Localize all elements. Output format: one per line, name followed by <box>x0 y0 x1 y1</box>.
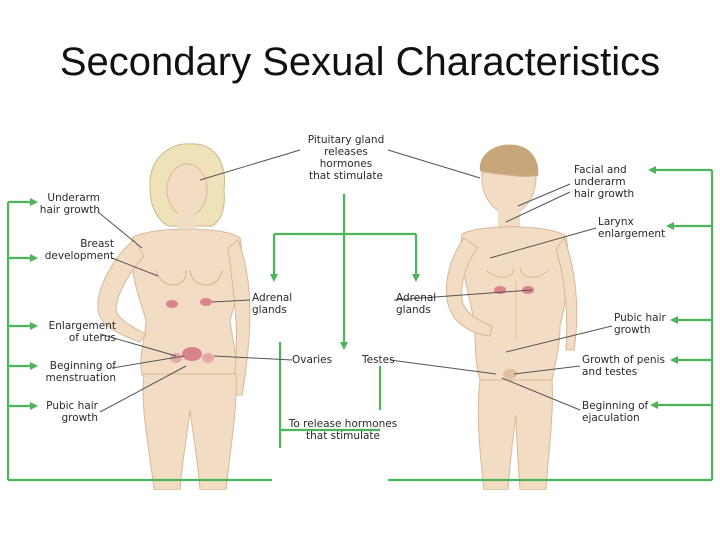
testes-label: Testes <box>362 354 395 366</box>
facial-underarm-hair-label: Facial and underarm hair growth <box>574 164 635 200</box>
female-pubic-hair-label: Pubic hair growth <box>46 400 98 424</box>
leader-lines <box>97 149 613 413</box>
larynx-enlargement-label: Larynx enlargement <box>598 216 666 240</box>
pituitary-gland-label: Pituitary gland releases hormones that s… <box>307 134 385 182</box>
female-adrenal-glands-label: Adrenal glands <box>252 292 293 316</box>
uterus-enlargement-label: Enlargement of uterus <box>48 320 116 344</box>
ovaries-label: Ovaries <box>292 354 333 366</box>
diagram-graphic <box>6 143 714 490</box>
ejaculation-label: Beginning of ejaculation <box>582 400 649 424</box>
male-adrenal-glands-label: Adrenal glands <box>396 292 437 316</box>
penis-testes-growth-label: Growth of penis and testes <box>582 354 665 378</box>
hormone-flow-arrows <box>6 166 714 482</box>
release-hormones-label: To release hormones that stimulate <box>288 418 398 442</box>
underarm-hair-label: Underarm hair growth <box>39 192 100 216</box>
breast-development-label: Breast development <box>44 238 114 262</box>
female-figure <box>97 143 251 490</box>
slide-title: Secondary Sexual Characteristics <box>59 40 661 84</box>
diagram: Pituitary gland releases hormones that s… <box>0 130 720 490</box>
male-figure <box>446 144 578 490</box>
male-pubic-hair-label: Pubic hair growth <box>614 312 666 336</box>
menstruation-label: Beginning of menstruation <box>45 360 116 384</box>
